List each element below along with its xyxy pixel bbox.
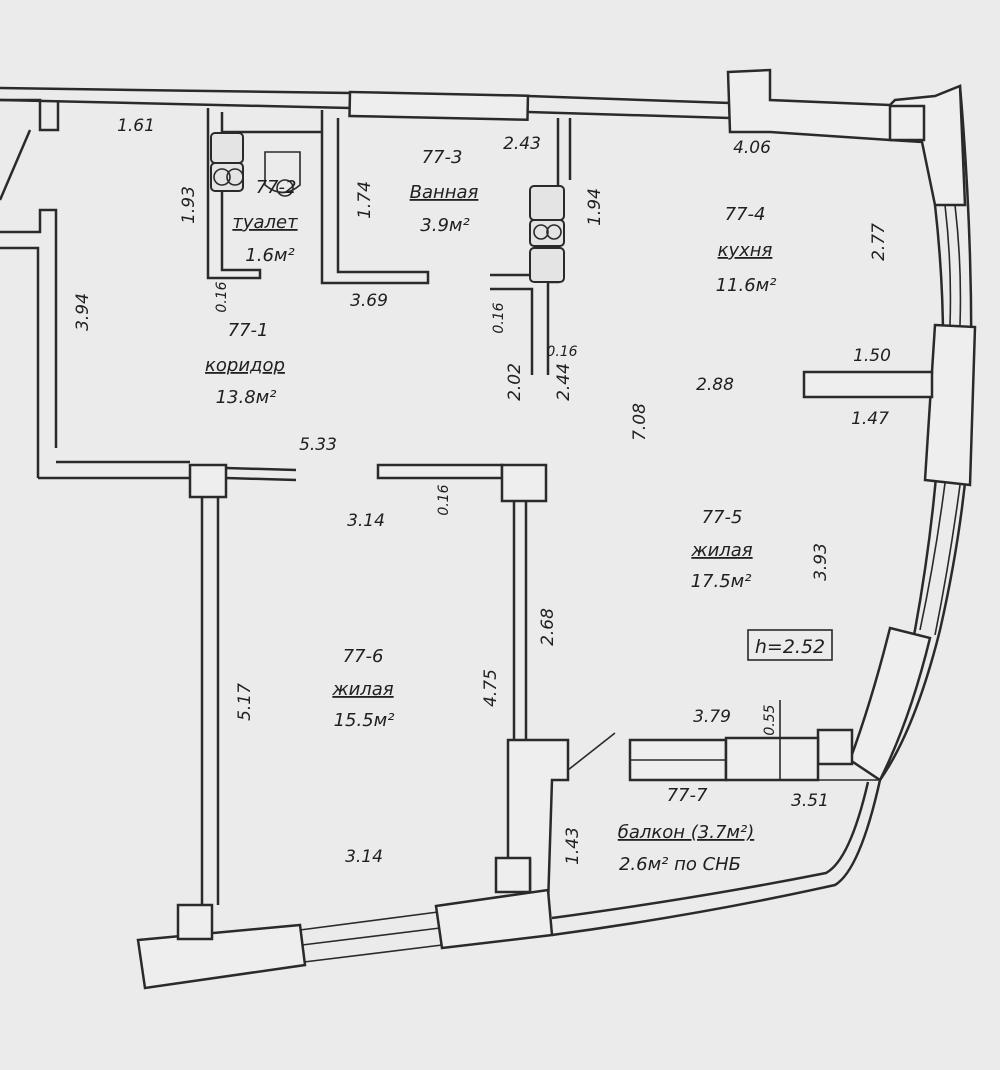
- dim-3-14-b: 3.14: [345, 847, 383, 867]
- toilet-sink-bowl-b: [226, 168, 244, 186]
- bottom-wall-left: [136, 923, 307, 990]
- balcony-block: [724, 736, 820, 782]
- room-kitchen-area: 11.6м²: [716, 275, 777, 296]
- dim-3-79: 3.79: [693, 707, 731, 727]
- room-balcony-name: балкон (3.7м²): [618, 822, 754, 843]
- height-tag-frame: [747, 629, 833, 661]
- kitchen-partition: [802, 370, 934, 399]
- dim-1-61: 1.61: [117, 116, 155, 136]
- bath-sink-low: [529, 247, 565, 283]
- room-living5-name: жилая: [690, 540, 752, 561]
- room-bath-area: 3.9м²: [420, 215, 469, 236]
- corner-block-top-right: [726, 68, 967, 207]
- room-toilet-area: 1.6м²: [245, 245, 294, 266]
- walls: [0, 68, 977, 990]
- dim-0-16-d: 0.16: [436, 484, 452, 515]
- room-corridor-area: 13.8м²: [216, 387, 277, 408]
- room-living6-code: 77-6: [343, 646, 384, 667]
- room6-left-wall: [200, 497, 220, 905]
- balcony-rail-outer: [551, 779, 882, 937]
- dim-0-16-b: 0.16: [491, 302, 507, 333]
- room-kitchen-name: кухня: [718, 240, 773, 261]
- bath-drain-b: [546, 224, 562, 240]
- right-wall-segment-mid: [923, 323, 977, 487]
- toilet-sink-bowl: [213, 168, 231, 186]
- dim-1-43: 1.43: [563, 827, 583, 865]
- room-labels: 77-1 коридор 13.8м² 77-2 туалет 1.6м² 77…: [205, 147, 833, 875]
- pillar-corridor-mid: [188, 463, 228, 499]
- dim-5-33: 5.33: [299, 435, 337, 455]
- top-wall-block: [348, 90, 530, 121]
- room-kitchen-code: 77-4: [725, 204, 766, 225]
- room-balcony-code: 77-7: [667, 785, 708, 806]
- room-balcony-area: 2.6м² по СНБ: [619, 854, 741, 875]
- window-right-upper-b: [944, 204, 952, 326]
- balcony-door-line: [567, 732, 616, 771]
- dim-1-94: 1.94: [585, 188, 605, 226]
- room-living6-area: 15.5м²: [334, 710, 395, 731]
- dim-4-75: 4.75: [481, 669, 501, 707]
- left-stub-wall-b: [0, 246, 40, 478]
- dim-3-93: 3.93: [811, 543, 831, 581]
- left-diagonal: [0, 129, 32, 201]
- room6-right-wall: [512, 501, 528, 740]
- pillar-top-right: [888, 104, 926, 142]
- room-toilet-code: 77-2: [256, 177, 297, 198]
- toilet-left-wall: [206, 108, 262, 280]
- dim-3-14-a: 3.14: [347, 511, 385, 531]
- dim-0-16-c: 0.16: [546, 344, 577, 360]
- dim-1-93: 1.93: [179, 186, 199, 224]
- bottom-wall-mid: [434, 888, 554, 950]
- room-living5-area: 17.5м²: [691, 571, 752, 592]
- dimension-labels: 1.61 1.93 1.74 2.43 4.06 1.94 2.77 3.94 …: [73, 116, 891, 867]
- bath-sink-top: [529, 185, 565, 221]
- dim-1-47: 1.47: [851, 409, 889, 429]
- room-bath-name: Ванная: [410, 182, 479, 203]
- window-right-lower-a: [934, 484, 961, 636]
- dim-3-94: 3.94: [73, 293, 93, 331]
- corridor-bottom-wall-c: [225, 466, 297, 482]
- window-bottom-a: [299, 911, 443, 963]
- window-right-lower-b: [919, 482, 946, 631]
- bath-drain-a: [533, 224, 549, 240]
- pillar-bottom-center: [494, 856, 532, 894]
- dim-2-02: 2.02: [505, 363, 525, 401]
- left-stub-wall: [0, 208, 58, 448]
- dim-7-08: 7.08: [630, 403, 650, 441]
- room-living6-name: жилая: [331, 679, 393, 700]
- room-corridor-code: 77-1: [228, 320, 269, 341]
- dim-2-68: 2.68: [538, 608, 558, 646]
- wc-bowl: [264, 151, 301, 194]
- dim-1-74: 1.74: [355, 181, 375, 219]
- balcony-rail-inner: [551, 781, 870, 920]
- room-living5-code: 77-5: [702, 507, 743, 528]
- wc-seat: [276, 179, 294, 197]
- dim-0-55: 0.55: [762, 704, 778, 735]
- pillar-bottom-right: [816, 728, 854, 766]
- dim-1-50: 1.50: [853, 346, 891, 366]
- dim-2-77: 2.77: [869, 223, 889, 261]
- dim-0-16-a: 0.16: [214, 281, 230, 312]
- room-corridor-name: коридор: [205, 355, 285, 376]
- pillar-center: [500, 463, 548, 503]
- dim-2-44: 2.44: [554, 363, 574, 401]
- room-toilet-name: туалет: [232, 212, 298, 233]
- toilet-sink: [210, 132, 244, 164]
- room-bath-code: 77-3: [422, 147, 463, 168]
- dim-3-69: 3.69: [350, 291, 388, 311]
- left-top-wall: [0, 98, 60, 132]
- height-tag: h=2.52: [755, 636, 825, 658]
- dim-2-88: 2.88: [696, 375, 734, 395]
- window-right-upper-a: [954, 204, 962, 326]
- sanitary-fixtures: [210, 132, 565, 283]
- dim-5-17: 5.17: [235, 683, 255, 721]
- dim-3-51: 3.51: [791, 791, 829, 811]
- right-wall-segment-low: [848, 626, 932, 782]
- toilet-right-wall: [320, 110, 430, 285]
- wall-stub-center: [376, 463, 504, 480]
- pillar-bottom-left: [176, 903, 214, 941]
- dim-2-43: 2.43: [503, 134, 541, 154]
- dim-4-06: 4.06: [733, 138, 771, 158]
